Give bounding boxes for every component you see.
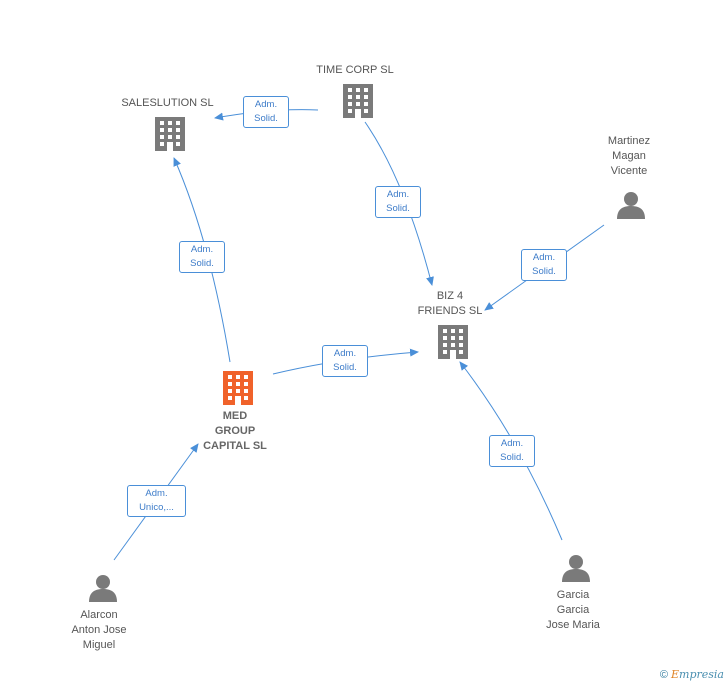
- edge-role: Adm.: [386, 189, 410, 200]
- edge-label-med-to-biz4friends[interactable]: Adm. Solid.: [322, 345, 368, 377]
- edge-role: Adm.: [145, 488, 168, 499]
- edge-label-garcia-to-biz4friends[interactable]: Adm. Solid.: [489, 435, 535, 467]
- edge-role: Adm.: [500, 438, 524, 449]
- edge-role-detail: Solid.: [333, 362, 357, 373]
- edge-role-detail: Unico,...: [139, 502, 174, 513]
- logo-rest: mpresia: [679, 668, 724, 681]
- person-icon[interactable]: [89, 575, 117, 602]
- footer-brand: © Empresia: [660, 668, 724, 681]
- node-label-garcia[interactable]: Garcia Garcia Jose Maria: [546, 589, 600, 631]
- edge-role-detail: Solid.: [190, 258, 214, 269]
- edge-role-detail: Solid.: [254, 113, 278, 124]
- node-label-saleslution[interactable]: SALESLUTION SL: [121, 97, 214, 109]
- building-icon[interactable]: [343, 84, 373, 118]
- person-icon[interactable]: [617, 192, 645, 219]
- edge-label-time-to-saleslution[interactable]: Adm. Solid.: [243, 96, 289, 128]
- edge-role-detail: Solid.: [386, 203, 410, 214]
- edge-role-detail: Solid.: [532, 266, 556, 277]
- edge-role: Adm.: [532, 252, 556, 263]
- node-label-alarcon[interactable]: Alarcon Anton Jose Miguel: [71, 609, 127, 651]
- copyright-icon: ©: [659, 669, 668, 681]
- edge-label-martinez-to-biz4friends[interactable]: Adm. Solid.: [521, 249, 567, 281]
- building-icon[interactable]: [438, 325, 468, 359]
- building-icon[interactable]: [223, 371, 253, 405]
- node-label-med-group[interactable]: MED GROUP CAPITAL SL: [203, 410, 267, 452]
- node-label-martinez[interactable]: Martinez Magan Vicente: [607, 135, 651, 177]
- logo-initial: E: [671, 668, 680, 681]
- building-icon[interactable]: [155, 117, 185, 151]
- edge-label-med-to-saleslution[interactable]: Adm. Solid.: [179, 241, 225, 273]
- edge-role-detail: Solid.: [500, 452, 524, 463]
- empresia-logo[interactable]: Empresia: [671, 668, 724, 681]
- node-label-biz4friends[interactable]: BIZ 4 FRIENDS SL: [417, 290, 483, 317]
- person-icon[interactable]: [562, 555, 590, 582]
- edge-role: Adm.: [190, 244, 214, 255]
- edge-role: Adm.: [333, 348, 357, 359]
- edge-label-time-to-biz4friends[interactable]: Adm. Solid.: [375, 186, 421, 218]
- node-label-time-corp[interactable]: TIME CORP SL: [316, 64, 394, 76]
- edge-role: Adm.: [254, 99, 278, 110]
- edge-label-alarcon-to-med[interactable]: Adm. Unico,...: [127, 485, 186, 517]
